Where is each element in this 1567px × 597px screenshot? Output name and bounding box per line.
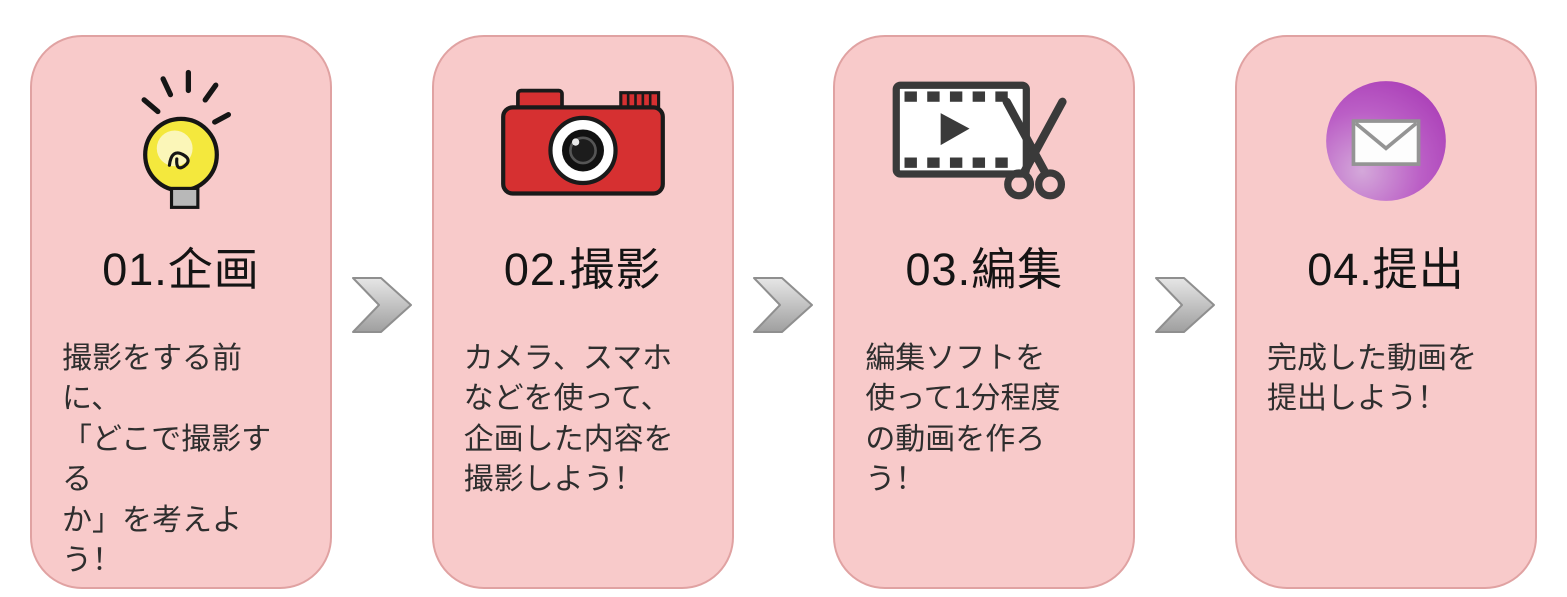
step-description: 完成した動画を 提出しよう！	[1266, 341, 1477, 416]
chevron-right-arrow	[752, 276, 814, 334]
chevron-right-arrow	[351, 276, 413, 334]
film-scissors-icon	[891, 37, 1077, 231]
envelope-icon	[1323, 37, 1449, 231]
step-card-shoot: 02.撮影 カメラ、スマホ などを使って、 企画した内容を 撮影しよう！	[431, 35, 734, 589]
lightbulb-icon	[121, 37, 241, 231]
step-description: 撮影をする前に、 「どこで撮影する か」を考えよう！	[62, 341, 272, 578]
step-card-submit: 04.提出 完成した動画を 提出しよう！	[1234, 35, 1537, 589]
camera-icon	[499, 37, 667, 231]
step-description: カメラ、スマホ などを使って、 企画した内容を 撮影しよう！	[463, 341, 674, 497]
chevron-right-arrow	[1154, 276, 1216, 334]
step-title: 02.撮影	[503, 244, 662, 295]
step-card-plan: 01.企画 撮影をする前に、 「どこで撮影する か」を考えよう！	[30, 35, 332, 589]
step-title: 04.提出	[1307, 244, 1465, 295]
step-description: 編集ソフトを 使って1分程度 の動画を作ろ う！	[865, 341, 1061, 497]
step-title: 01.企画	[102, 244, 260, 295]
step-card-edit: 03.編集 編集ソフトを 使って1分程度 の動画を作ろ う！	[833, 35, 1136, 589]
step-title: 03.編集	[905, 244, 1064, 295]
